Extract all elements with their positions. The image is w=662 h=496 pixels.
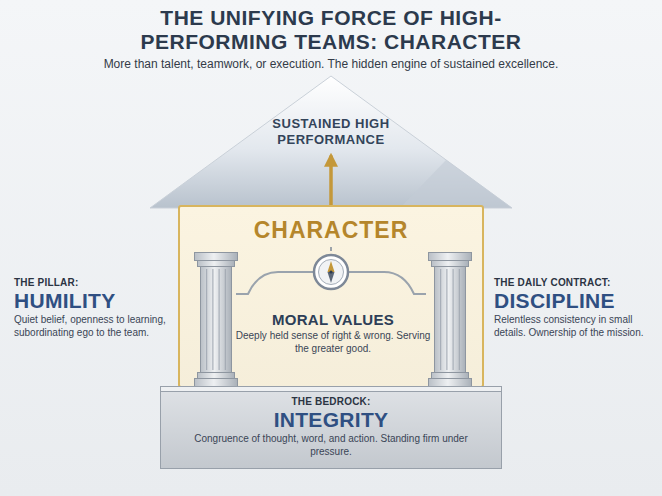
heading-text: THE BEDROCK: [180,395,482,408]
description-text: Quiet belief, openness to learning, subo… [14,313,172,339]
description-text: Congruence of thought, word, and action.… [180,432,482,458]
character-frame: THE PILLAR:HUMILITYQuiet belief, opennes… [178,205,484,388]
pillar-drawing [195,253,238,388]
compass-tick [330,247,332,251]
character-heading: CHARACTER [180,217,482,245]
compass-ring [314,255,348,289]
pillar-capital [429,253,472,261]
pillar-capital [195,253,238,261]
pillar-flute [219,269,220,370]
pillar-shape [428,252,472,388]
pillar-flute [459,269,460,370]
pillar-shape [194,252,238,388]
title-word: HUMILITY [14,289,172,313]
pillar-column: THE PILLAR:HUMILITYQuiet belief, opennes… [194,252,238,388]
title-word: INTEGRITY [180,408,482,432]
upward-arrow [329,156,333,206]
title-word: MORAL VALUES [233,311,433,329]
summit-text: SUSTAINED HIGH PERFORMANCE [240,116,422,149]
compass-needle [328,261,335,272]
pillar-base [432,373,469,379]
pillar-shaft [201,267,232,373]
subtitle-label: More than talent, teamwork, or execution… [11,57,651,71]
mountain-peak [150,76,512,208]
description-text: Relentless consistency in small details.… [494,313,654,339]
platform-top [161,387,502,392]
mountain-shadow [400,160,512,208]
heading-text: THE DAILY CONTRACT: [494,276,654,289]
pillar-flute [206,269,207,370]
pillar-flute [225,269,226,370]
platform-front [161,387,502,469]
heading-text: THE PILLAR: [14,276,172,289]
connecting-arc [236,272,314,294]
pillar-column: THE DAILY CONTRACT:DISCIPLINERelentless … [428,252,472,388]
pillar-base [198,373,235,379]
pillar-shaft [435,267,466,373]
diagram-title: THE UNIFYING FORCE OF HIGH-PERFORMING TE… [91,6,571,54]
pillar-flute [212,269,213,370]
connecting-arc [348,272,426,294]
title-word: DISCIPLINE [494,289,654,313]
bedrock-platform: THE BEDROCK:INTEGRITYCongruence of thoug… [160,386,502,469]
pillar-capital [198,261,235,267]
compass-face [319,260,344,285]
compass-pin [329,270,332,273]
pillar-capital [432,261,469,267]
pillar-flute [453,269,454,370]
pillar-flute [446,269,447,370]
pillar-drawing [429,253,472,388]
summit-label-box: SUSTAINED HIGH PERFORMANCE [236,112,426,153]
pillar-flute [440,269,441,370]
compass-needle [328,272,335,283]
description-text: Deeply held sense of right & wrong. Serv… [233,329,433,355]
